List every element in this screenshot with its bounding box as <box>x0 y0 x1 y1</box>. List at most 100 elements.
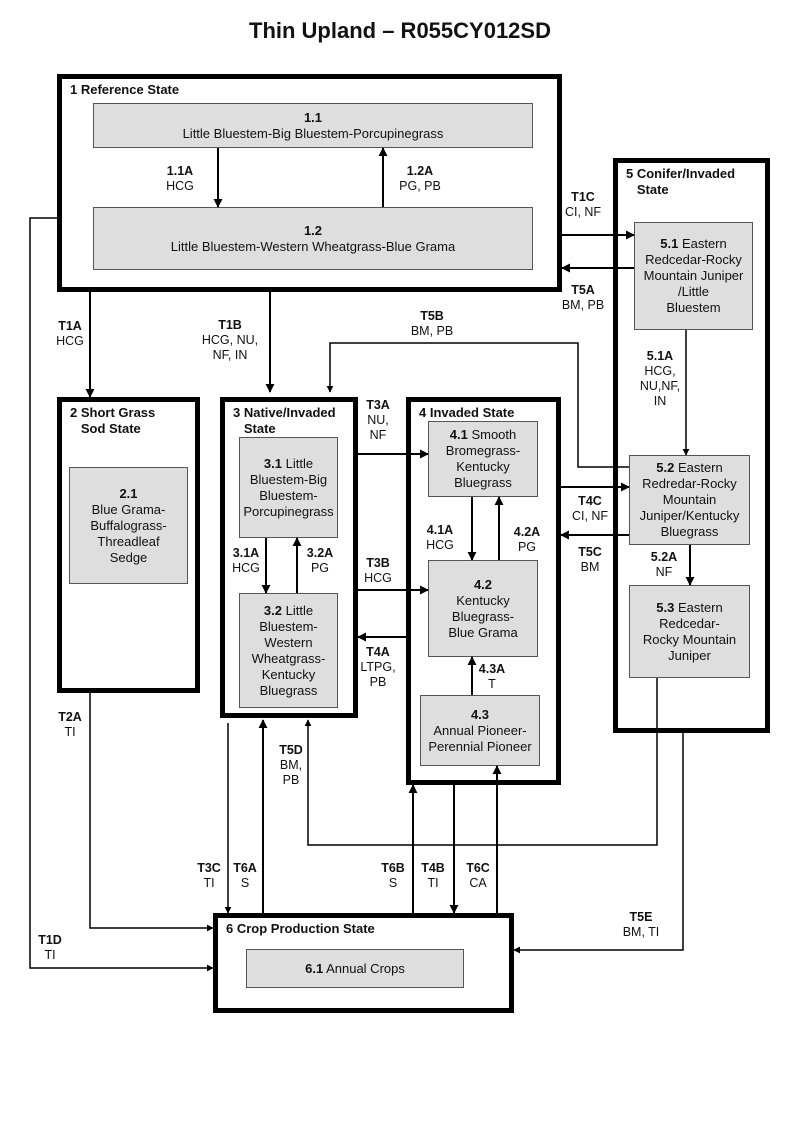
community-3.1: 3.1 Little Bluestem-Big Bluestem- Porcup… <box>239 437 338 538</box>
transition-code: T5D <box>279 743 303 757</box>
arrow-T1D <box>29 217 214 972</box>
transition-code: 3.2A <box>306 546 334 560</box>
transition-practices: NF <box>655 565 673 579</box>
transition-practices: TI <box>203 876 215 890</box>
transition-practices: BM, PB <box>561 298 605 312</box>
community-name: Little Bluestem-Big Bluestem-Porcupinegr… <box>182 125 444 141</box>
community-id: 1.1 <box>303 109 323 125</box>
community-6.1: 6.1 Annual Crops <box>246 949 464 988</box>
community-3.2: 3.2 Little Bluestem- Western Wheatgrass-… <box>239 593 338 708</box>
transition-code: T2A <box>58 710 82 724</box>
transition-code: T3A <box>366 398 390 412</box>
community-5.3: 5.3 Eastern Redcedar- Rocky Mountain Jun… <box>629 585 750 678</box>
transition-practices: T <box>488 677 496 691</box>
community-name: Little Bluestem-Big Bluestem- Porcupineg… <box>243 455 334 519</box>
transition-practices: PG <box>310 561 330 575</box>
transition-practices: S <box>240 876 250 890</box>
community-id: 5.3 <box>656 599 675 615</box>
community-5.1: 5.1 Eastern Redcedar-Rocky Mountain Juni… <box>634 222 753 330</box>
transition-code: T5A <box>571 283 595 297</box>
transition-code: 5.2A <box>650 550 678 564</box>
community-id: 3.2 <box>263 602 282 618</box>
state-title: 3 Native/Invaded State <box>233 405 336 436</box>
transition-code: 1.1A <box>166 164 194 178</box>
transition-practices: HCG <box>166 179 194 193</box>
transition-practices: HCG <box>364 571 392 585</box>
community-id: 4.1 <box>449 427 468 442</box>
transition-practices: TI <box>427 876 439 890</box>
transition-practices: HCG, NU,NF, IN <box>639 364 681 408</box>
transition-code: T4B <box>421 861 445 875</box>
community-name: Annual Pioneer- Perennial Pioneer <box>428 722 532 754</box>
transition-practices: BM, TI <box>622 925 660 939</box>
transition-code: T1A <box>58 319 82 333</box>
transition-code: T4C <box>578 494 602 508</box>
transition-practices: BM, PB <box>279 758 303 787</box>
community-name: Little Bluestem-Western Wheatgrass-Blue … <box>170 238 456 254</box>
state-title: 4 Invaded State <box>419 405 515 420</box>
transition-code: T6B <box>381 861 405 875</box>
arrow-T2A <box>89 693 214 932</box>
transition-practices: TI <box>44 948 56 962</box>
transition-code: 5.1A <box>646 349 674 363</box>
state-title: 1 Reference State <box>70 82 180 97</box>
community-id: 2.1 <box>119 485 138 501</box>
community-name: Kentucky Bluegrass- Blue Grama <box>448 592 518 640</box>
community-name: Annual Crops <box>326 960 405 976</box>
state-title: 5 Conifer/Invaded State <box>626 166 736 197</box>
arrow-T5B <box>326 342 629 468</box>
transition-practices: TI <box>64 725 76 739</box>
transition-practices: CI, NF <box>571 509 609 523</box>
community-id: 4.3 <box>470 706 490 722</box>
arrow-T5E <box>513 733 684 954</box>
transition-practices: PG, PB <box>399 179 441 193</box>
transition-practices: HCG <box>426 538 454 552</box>
community-5.2: 5.2 Eastern Redredar-Rocky Mountain Juni… <box>629 455 750 545</box>
transition-practices: HCG <box>56 334 84 348</box>
transition-practices: LTPG, PB <box>360 660 396 689</box>
community-id: 6.1 <box>305 960 324 976</box>
transition-practices: PG <box>517 540 537 554</box>
transition-code: T4A <box>366 645 390 659</box>
community-4.1: 4.1 Smooth Bromegrass- Kentucky Bluegras… <box>428 421 538 497</box>
community-id: 1.2 <box>303 222 323 238</box>
diagram-title: Thin Upland – R055CY012SD <box>249 18 551 43</box>
transition-code: T1D <box>38 933 62 947</box>
transition-practices: BM, PB <box>410 324 454 338</box>
community-id: 4.2 <box>473 576 493 592</box>
transition-code: 4.1A <box>426 523 454 537</box>
community-name: Blue Grama- Buffalograss- Threadleaf Sed… <box>90 501 167 565</box>
